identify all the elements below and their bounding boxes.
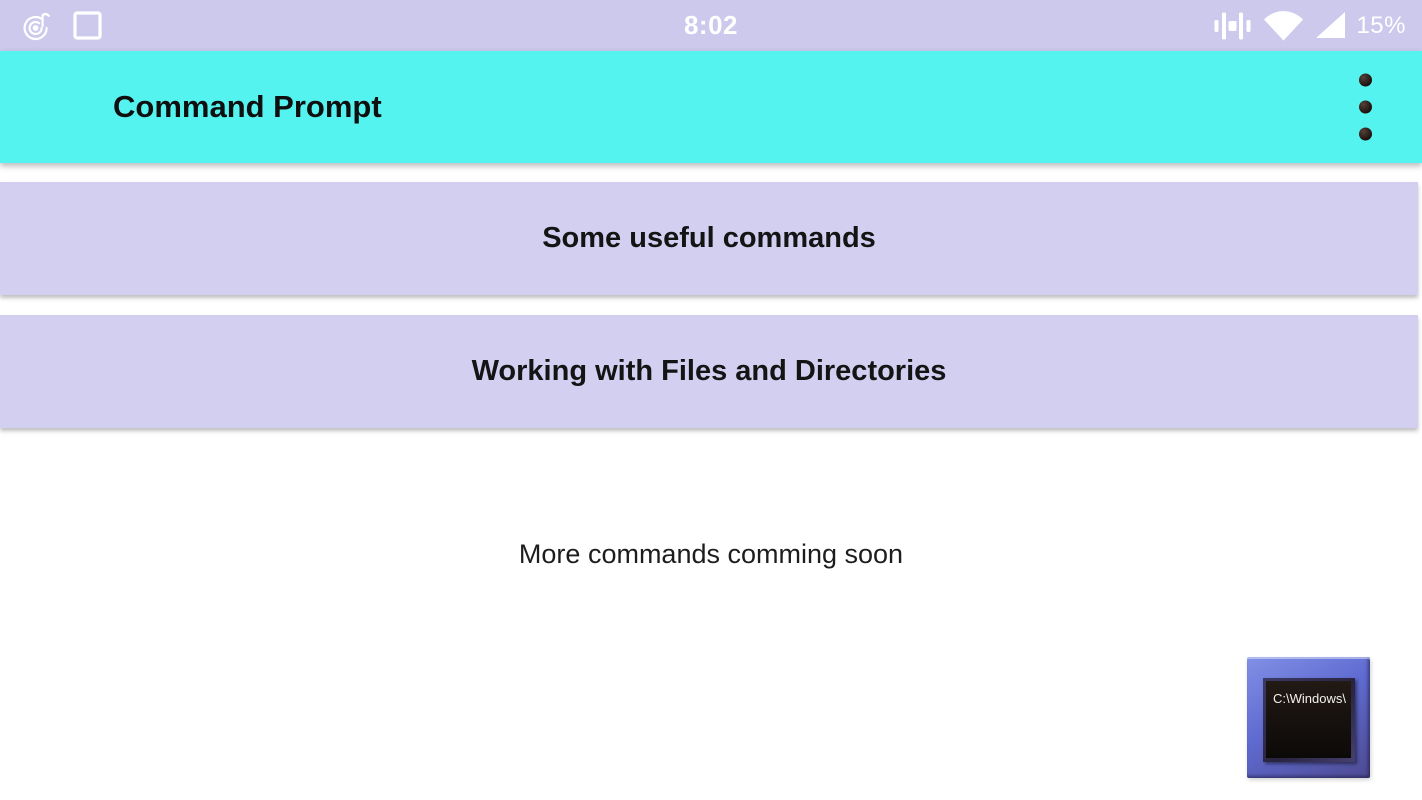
overflow-menu-button[interactable] (1353, 68, 1378, 147)
button-working-with-files-and-directories[interactable]: Working with Files and Directories (0, 315, 1418, 428)
page-title: Command Prompt (113, 89, 382, 124)
square-notification-icon (73, 11, 102, 40)
terminal-prompt-text: C:\Windows\ (1273, 691, 1346, 706)
battery-percent: 15% (1356, 11, 1406, 39)
overflow-dot (1359, 100, 1372, 114)
cellular-signal-icon (1316, 12, 1346, 38)
notification-icons (22, 0, 102, 51)
vibrate-icon (1214, 12, 1251, 39)
terminal-screen: C:\Windows\ (1266, 681, 1351, 758)
overflow-dot (1359, 73, 1372, 87)
status-bar: 8:02 15% (0, 0, 1422, 51)
coming-soon-note: More commands comming soon (518, 539, 904, 569)
command-prompt-app-icon[interactable]: C:\Windows\ (1247, 657, 1370, 778)
terminal-bevel: C:\Windows\ (1263, 678, 1355, 762)
overflow-dot (1359, 127, 1372, 141)
wifi-icon (1264, 11, 1304, 41)
app-bar: Command Prompt (0, 51, 1422, 163)
status-time: 8:02 (683, 10, 739, 40)
music-notification-icon (23, 12, 50, 40)
main-content: Some useful commands Working with Files … (0, 182, 1422, 570)
status-system-icons: 15% (1213, 0, 1406, 51)
button-some-useful-commands[interactable]: Some useful commands (0, 182, 1418, 295)
